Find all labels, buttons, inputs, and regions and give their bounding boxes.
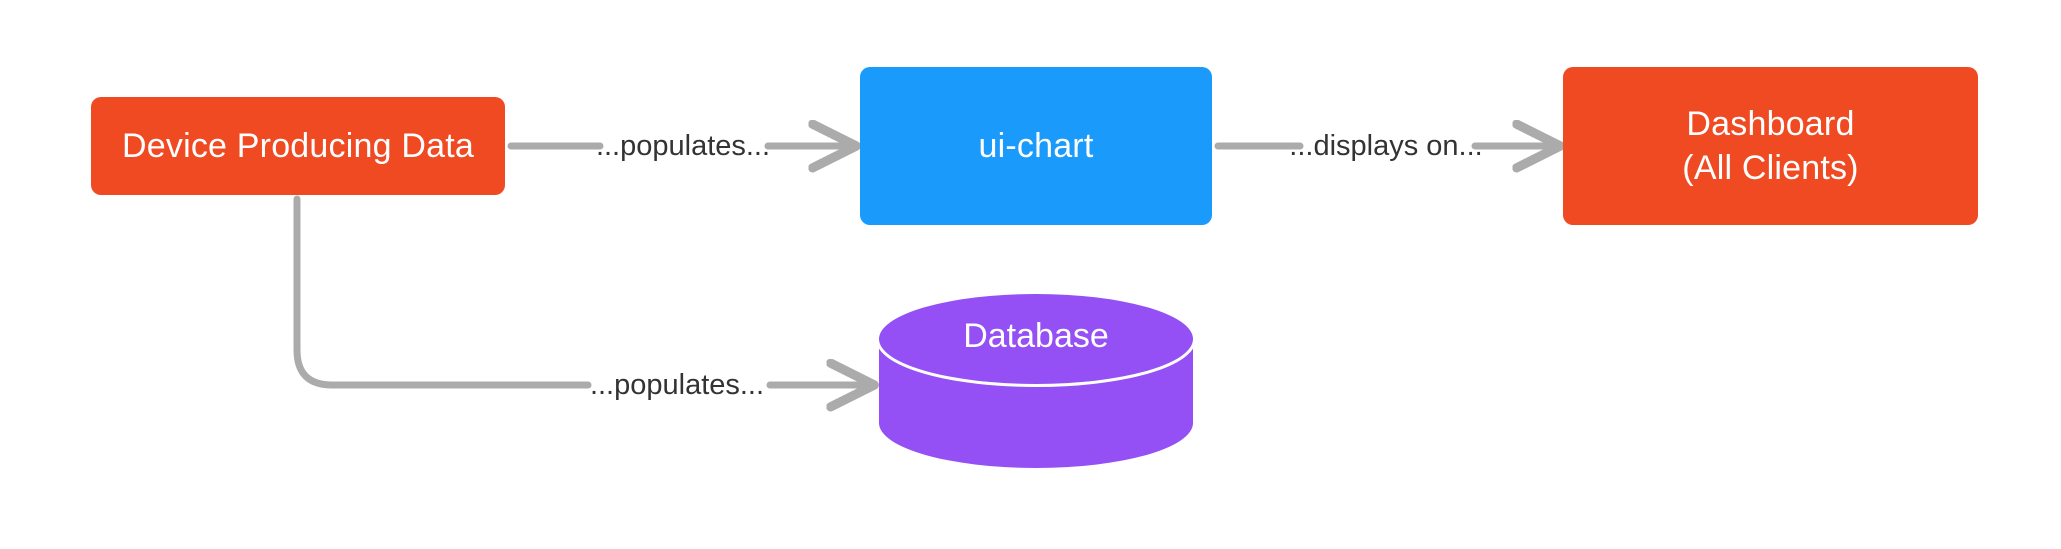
node-dashboard-label: Dashboard (All Clients): [1682, 105, 1859, 187]
node-ui-chart[interactable]: ui-chart: [860, 67, 1212, 225]
node-device-producing-data[interactable]: Device Producing Data: [91, 97, 505, 195]
edge-label-uichart-to-dashboard: ...displays on...: [1289, 130, 1483, 162]
node-dashboard[interactable]: Dashboard (All Clients): [1563, 67, 1978, 225]
edge-label-device-to-database: ...populates...: [589, 369, 765, 401]
database-cylinder-icon: [877, 294, 1195, 468]
node-ui-chart-label: ui-chart: [978, 127, 1094, 165]
edge-label-device-to-uichart: ...populates...: [595, 130, 771, 162]
node-database[interactable]: Database: [877, 292, 1195, 470]
node-device-label: Device Producing Data: [122, 127, 474, 165]
edge-device-to-database: [293, 195, 870, 385]
